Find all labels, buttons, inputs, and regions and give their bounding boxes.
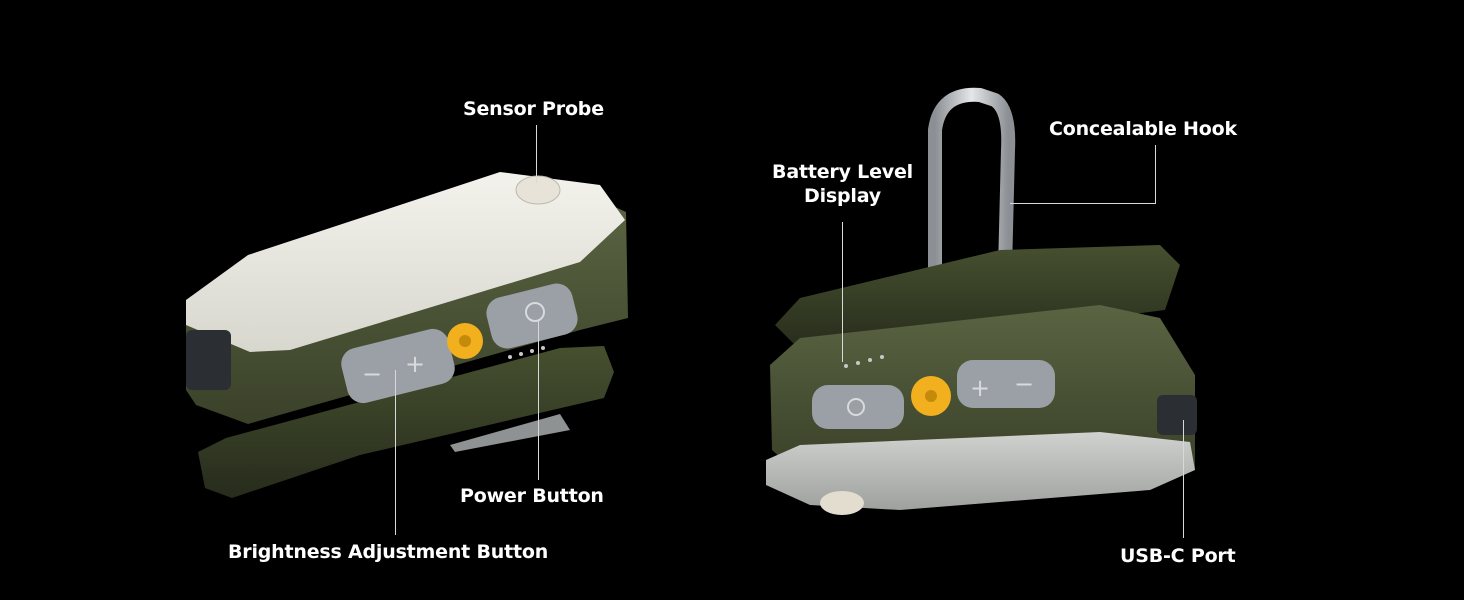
hook <box>928 87 1016 290</box>
left-led-dots <box>508 346 545 359</box>
right-minus-icon: − <box>1014 370 1034 398</box>
sensor-dome <box>515 175 561 205</box>
right-gray-base <box>766 432 1195 510</box>
label-battery-level-line2: Display <box>804 185 881 207</box>
left-clip-base <box>198 346 614 498</box>
usbc-port-shape <box>1157 395 1197 435</box>
label-battery-level: Battery Level Display <box>770 160 915 208</box>
right-led-dots <box>844 355 884 368</box>
leader-concealable-hook-v <box>1155 145 1156 203</box>
label-brightness-button: Brightness Adjustment Button <box>228 541 549 563</box>
leader-usbc-port <box>1183 420 1184 538</box>
right-power-icon <box>847 398 865 416</box>
left-white-top <box>186 172 625 352</box>
leader-battery-level <box>842 222 843 362</box>
label-usbc-port: USB-C Port <box>1120 545 1236 567</box>
right-lid <box>775 245 1180 350</box>
brightness-button-shape <box>341 328 455 404</box>
leader-sensor-probe <box>536 125 537 183</box>
power-icon <box>525 302 545 322</box>
power-button-shape <box>486 283 578 349</box>
label-concealable-hook: Concealable Hook <box>1049 118 1237 140</box>
label-power-button: Power Button <box>460 485 604 507</box>
leader-concealable-hook-h <box>1010 203 1156 204</box>
plus-icon: + <box>405 350 425 378</box>
right-power-button-shape <box>812 385 904 429</box>
label-battery-level-line1: Battery Level <box>772 161 913 183</box>
leader-brightness-button <box>395 370 396 535</box>
minus-icon: − <box>362 360 382 388</box>
right-plus-icon: + <box>970 374 990 402</box>
right-brightness-button-shape <box>957 360 1055 408</box>
leader-power-button <box>538 320 539 480</box>
label-sensor-probe: Sensor Probe <box>463 98 604 120</box>
